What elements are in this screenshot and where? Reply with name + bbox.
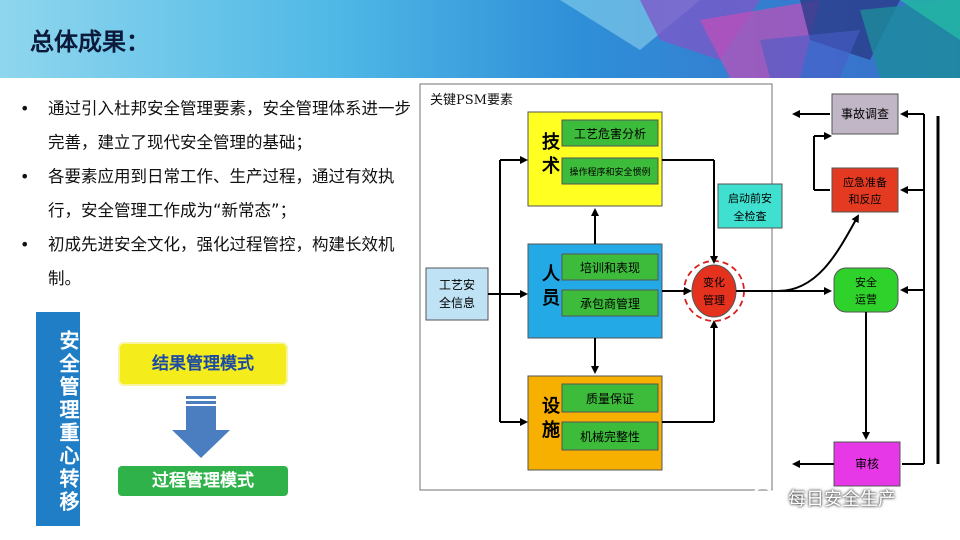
training-box <box>561 253 659 281</box>
training-label: 培训和表现 <box>580 260 640 275</box>
mechanical-integrity-label: 机械完整性 <box>580 429 640 444</box>
bullet-item: 初成先进安全文化，强化过程管控，构建长效机制。 <box>18 228 418 296</box>
change-mgmt-node <box>691 264 737 318</box>
emergency-response-box <box>831 167 899 213</box>
focus-shift-label: 安全管理重心转移 <box>36 312 80 526</box>
contractor-box <box>561 289 659 317</box>
technology-label-1: 技 <box>542 131 561 153</box>
hazard-analysis-label: 工艺危害分析 <box>574 126 646 141</box>
bullet-item: 通过引入杜邦安全管理要素，安全管理体系进一步完善，建立了现代安全管理的基础； <box>18 92 418 160</box>
incident-investigation-box <box>831 93 899 135</box>
people-label-2: 员 <box>542 288 560 309</box>
people-label-1: 人 <box>542 264 561 285</box>
psm-diagram: 关键PSM要素 工艺安 全信息 技 术 技术 工艺危害分析 操作程序和安全惯例 … <box>419 83 940 491</box>
emergency-label-2: 和反应 <box>849 192 882 206</box>
bullet-item: 各要素应用到日常工作、生产过程，通过有效执行，安全管理工作成为“新常态”； <box>18 160 418 228</box>
safe-operation-label-1: 安全 <box>855 275 877 289</box>
bullet-list: 通过引入杜邦安全管理要素，安全管理体系进一步完善，建立了现代安全管理的基础； 各… <box>18 92 418 296</box>
prestartup-check-box <box>717 183 783 229</box>
quality-assurance-label: 质量保证 <box>586 392 634 406</box>
chat-bubble-icon <box>752 487 782 509</box>
audit-box <box>833 441 901 487</box>
technology-label-2: 术 <box>542 155 560 177</box>
header-decoration <box>560 0 960 78</box>
watermark: 每日安全生产 <box>752 480 952 516</box>
process-safety-info-box <box>425 267 489 321</box>
result-mode-box: 结果管理模式 <box>118 342 288 386</box>
watermark-text: 每日安全生产 <box>788 489 896 510</box>
change-mgmt-label-1: 变化 <box>703 275 725 289</box>
down-arrow-icon <box>172 396 230 458</box>
incident-investigation-label: 事故调查 <box>841 106 889 121</box>
header-banner: 总体成果： <box>0 0 960 78</box>
operating-procedures-box <box>561 157 659 185</box>
audit-label: 审核 <box>855 456 879 471</box>
contractor-label: 承包商管理 <box>580 296 640 311</box>
safe-operation-label-2: 运营 <box>855 292 877 306</box>
facilities-label-1: 设 <box>542 396 560 417</box>
change-mgmt-label-2: 管理 <box>703 293 725 307</box>
process-safety-info-label-1: 工艺安 <box>439 277 475 292</box>
frame-label: 关键PSM要素 <box>430 93 513 108</box>
operating-procedures-label: 操作程序和安全惯例 <box>569 166 650 178</box>
prestartup-label-1: 启动前安 <box>728 191 772 205</box>
mechanical-integrity-box <box>561 421 659 451</box>
process-safety-info-label-2: 全信息 <box>439 295 475 310</box>
flow-arrows <box>488 110 925 468</box>
prestartup-label-2: 全检查 <box>734 209 767 223</box>
quality-assurance-box <box>561 383 659 413</box>
emergency-label-1: 应急准备 <box>843 175 887 189</box>
facilities-label-2: 施 <box>542 419 560 441</box>
hazard-analysis-box <box>561 119 659 147</box>
process-mode-box: 过程管理模式 <box>118 466 288 496</box>
page-title: 总体成果： <box>30 28 150 56</box>
